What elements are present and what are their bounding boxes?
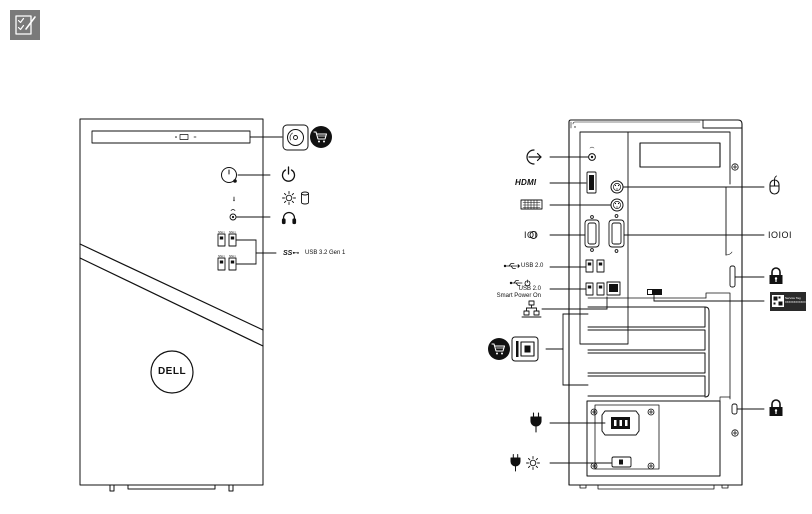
power-supply: [586, 396, 731, 477]
usb-superspeed-icon: SS⊷: [283, 250, 300, 257]
optical-drive: [91, 130, 251, 144]
power-light-icon: [233, 196, 235, 202]
front-tower: [79, 118, 264, 492]
usb-icon: [503, 263, 520, 269]
back-callout-lines: [541, 156, 765, 464]
usb20-label: USB 2.0: [521, 263, 544, 269]
service-tag-label-2: XXXXXXXXXXXX: [785, 301, 806, 304]
network-port: [606, 281, 621, 296]
expansion-slots: [587, 292, 731, 400]
hdmi-label: HDMI: [515, 178, 537, 187]
back-tower: [568, 119, 743, 490]
power-button-icon: [221, 167, 237, 183]
dell-logo: [150, 350, 194, 394]
ps2-mouse-port: [610, 180, 624, 194]
line-out-icon: [526, 149, 542, 165]
vga-label: IOI: [524, 230, 538, 240]
usb20-smart-label-2: Smart Power On: [496, 293, 541, 299]
usb20-smart-label-1: USB 2.0: [518, 286, 541, 292]
front-usb-mark-2: SS⊷: [229, 230, 237, 234]
service-tag-sticker: [647, 289, 662, 295]
line-out-port: [588, 146, 596, 161]
front-usb-ports: [217, 233, 237, 271]
optical-disc-icon: [282, 124, 309, 151]
vga-port: [584, 215, 600, 252]
front-callout-lines: [235, 136, 283, 265]
headset-icon: [281, 211, 297, 225]
power-supply-diagnostic-icon: [510, 454, 540, 472]
headset-port: [229, 209, 237, 221]
expansion-card-icon: [488, 336, 539, 362]
hard-drive-icon: [301, 191, 309, 205]
lock-icon: [769, 267, 783, 284]
power-cord-icon: [530, 412, 542, 433]
checklist-icon: [10, 10, 40, 40]
front-usb-mark-1: SS⊷: [218, 230, 226, 234]
serial-port: [608, 214, 625, 253]
dell-logo-text: DELL: [157, 366, 187, 377]
front-usb-mark-4: SS⊷: [229, 254, 237, 258]
service-tag-label: Service Tag: [785, 296, 801, 300]
power-light-sun-icon: [282, 191, 296, 205]
rear-usb-ports: [585, 259, 605, 296]
front-usb-mark-3: SS⊷: [218, 254, 226, 258]
vga-icon-glyph: [529, 231, 538, 239]
usb-power-icon: [509, 279, 531, 287]
mouse-icon: [769, 175, 780, 195]
network-icon: [521, 300, 542, 318]
service-tag-icon: [770, 292, 806, 311]
serial-label: IOIOI: [768, 230, 793, 240]
shopping-cart-icon: [310, 126, 332, 148]
power-icon: [281, 166, 296, 182]
usb32-label: USB 3.2 Gen 1: [305, 250, 346, 256]
lock-icon-lower: [769, 399, 783, 416]
ps2-keyboard-port: [610, 198, 624, 212]
keyboard-icon: [520, 199, 543, 210]
hdmi-port: [586, 171, 597, 194]
